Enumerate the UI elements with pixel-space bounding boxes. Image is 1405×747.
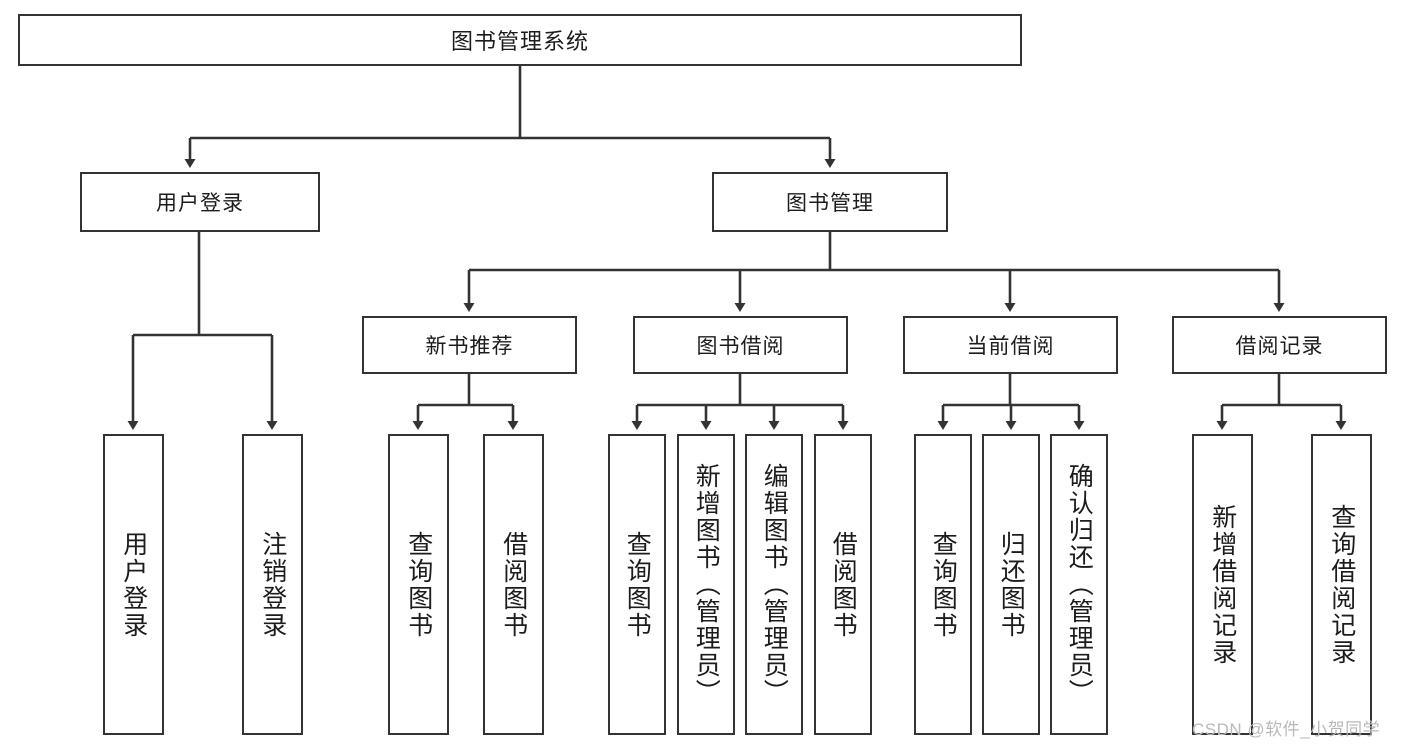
node-book-borrow[interactable]: 图书借阅 xyxy=(633,316,848,374)
node-book-management[interactable]: 图书管理 xyxy=(712,172,948,232)
node-label: 新增借阅记录 xyxy=(1208,503,1237,666)
node-leaf-query-books-current[interactable]: 查询图书 xyxy=(914,434,972,735)
node-leaf-confirm-return-admin[interactable]: 确认归还（管理员） xyxy=(1050,434,1108,735)
node-label: 图书管理系统 xyxy=(450,29,589,54)
node-label: 借阅图书 xyxy=(829,530,858,639)
node-leaf-user-login[interactable]: 用户登录 xyxy=(103,434,164,735)
node-label: 新增图书（管理员） xyxy=(692,463,721,706)
node-label: 归还图书 xyxy=(997,530,1026,639)
node-label: 查询图书 xyxy=(404,530,433,639)
node-user-login[interactable]: 用户登录 xyxy=(80,172,320,232)
node-root-system[interactable]: 图书管理系统 xyxy=(18,14,1022,66)
node-leaf-query-books-newbook[interactable]: 查询图书 xyxy=(388,434,449,735)
node-label: 查询借阅记录 xyxy=(1327,503,1356,666)
node-label: 当前借阅 xyxy=(966,335,1055,358)
node-new-book-recommend[interactable]: 新书推荐 xyxy=(362,316,577,374)
node-label: 注销登录 xyxy=(258,530,287,639)
node-label: 借阅记录 xyxy=(1235,335,1324,358)
node-label: 新书推荐 xyxy=(425,335,514,358)
node-leaf-add-borrow-record[interactable]: 新增借阅记录 xyxy=(1192,434,1253,735)
node-leaf-query-books-borrow[interactable]: 查询图书 xyxy=(608,434,666,735)
node-borrow-record[interactable]: 借阅记录 xyxy=(1172,316,1387,374)
node-label: 查询图书 xyxy=(623,530,652,639)
node-leaf-edit-book-admin[interactable]: 编辑图书（管理员） xyxy=(745,434,803,735)
node-label: 编辑图书（管理员） xyxy=(760,463,789,706)
node-label: 用户登录 xyxy=(156,192,244,215)
node-label: 确认归还（管理员） xyxy=(1065,463,1094,706)
node-leaf-borrow-books[interactable]: 借阅图书 xyxy=(814,434,872,735)
node-label: 图书借阅 xyxy=(696,335,785,358)
node-label: 图书管理 xyxy=(786,192,874,215)
node-leaf-query-borrow-record[interactable]: 查询借阅记录 xyxy=(1311,434,1372,735)
node-leaf-logout[interactable]: 注销登录 xyxy=(242,434,303,735)
node-leaf-borrow-books-newbook[interactable]: 借阅图书 xyxy=(483,434,544,735)
node-leaf-add-book-admin[interactable]: 新增图书（管理员） xyxy=(677,434,735,735)
node-leaf-return-books[interactable]: 归还图书 xyxy=(982,434,1040,735)
node-label: 用户登录 xyxy=(119,530,148,639)
watermark: CSDN @软件_小贺同学 xyxy=(1192,720,1381,739)
node-label: 查询图书 xyxy=(929,530,958,639)
node-current-borrow[interactable]: 当前借阅 xyxy=(903,316,1118,374)
node-label: 借阅图书 xyxy=(499,530,528,639)
